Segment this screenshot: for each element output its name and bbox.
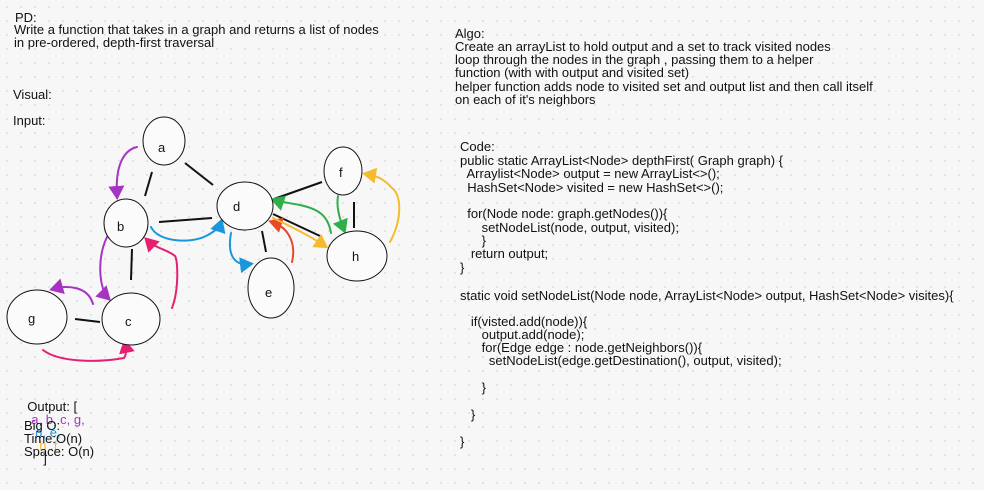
algo-line: helper function adds node to visited set… bbox=[455, 79, 873, 94]
node-f bbox=[323, 146, 363, 196]
bigo-heading: Big O: bbox=[24, 418, 61, 433]
input-label: Input: bbox=[13, 113, 46, 128]
node-b bbox=[103, 198, 149, 248]
arrow-h-to-d-return bbox=[270, 195, 332, 234]
node-c-label: c bbox=[125, 314, 132, 329]
algo-heading: Algo: bbox=[455, 26, 485, 41]
algo-line: loop through the nodes in the graph , pa… bbox=[455, 52, 814, 67]
algo-line: function (with with output and visited s… bbox=[455, 65, 690, 80]
arrow-a-to-b bbox=[108, 146, 138, 200]
node-g bbox=[6, 289, 68, 345]
code-line: } bbox=[460, 260, 465, 275]
output-purple: a, b, c, g, bbox=[31, 412, 85, 427]
arrow-b-to-d bbox=[150, 218, 226, 242]
code-line: for(Node node: graph.getNodes()){ bbox=[460, 206, 668, 221]
node-e-label: e bbox=[265, 285, 272, 300]
code-line: output.add(node); bbox=[460, 327, 585, 342]
visual-label: Visual: bbox=[13, 87, 52, 102]
edge-b-d bbox=[158, 217, 213, 223]
code-line: setNodeList(node, output, visited); bbox=[460, 220, 679, 235]
code-line: static void setNodeList(Node node, Array… bbox=[460, 288, 954, 303]
code-line: public static ArrayList<Node> depthFirst… bbox=[460, 153, 783, 168]
node-c bbox=[101, 292, 161, 346]
arrow-g-to-c-return bbox=[42, 339, 135, 362]
edge-d-e bbox=[261, 230, 267, 253]
node-h-label: h bbox=[352, 249, 359, 264]
code-line: } bbox=[460, 434, 465, 449]
node-h bbox=[326, 230, 388, 282]
graph-diagram: a b c d e f g h bbox=[6, 116, 401, 362]
arrow-b-to-c bbox=[95, 236, 111, 301]
node-f-label: f bbox=[339, 165, 343, 180]
node-d bbox=[216, 181, 274, 231]
output-yellow: h ,f bbox=[39, 438, 58, 453]
code-line: for(Edge edge : node.getNeighbors()){ bbox=[460, 340, 703, 355]
code-line: return output; bbox=[460, 246, 549, 261]
pd-heading: PD: bbox=[15, 10, 37, 25]
output-label: Output: [ bbox=[27, 399, 78, 414]
edge-a-d bbox=[184, 162, 214, 186]
code-line: HashSet<Node> visited = new HashSet<>(); bbox=[460, 180, 724, 195]
edge-d-f bbox=[273, 181, 323, 200]
node-d-label: d bbox=[233, 199, 240, 214]
node-e bbox=[247, 257, 295, 319]
node-a-label: a bbox=[158, 140, 166, 155]
output-row: Output: [ a, b, c, g, d, e, h ,f ] bbox=[20, 387, 85, 466]
pd-line-2: in pre-ordered, depth-first traversal bbox=[14, 35, 215, 50]
arrow-c-to-b-return bbox=[144, 237, 179, 309]
algo-line: Create an arrayList to hold output and a… bbox=[455, 39, 831, 54]
code-line: setNodeList(edge.getDestination(), outpu… bbox=[460, 353, 782, 368]
bigo-space: Space: O(n) bbox=[24, 444, 95, 459]
arrow-e-to-d-return bbox=[268, 217, 295, 263]
code-line: } bbox=[460, 380, 487, 395]
edge-c-g bbox=[74, 318, 101, 323]
node-b-label: b bbox=[117, 219, 124, 234]
code-heading: Code: bbox=[460, 139, 495, 154]
edge-b-c bbox=[130, 248, 133, 281]
code-line: } bbox=[460, 407, 476, 422]
arrow-d-to-h bbox=[272, 217, 329, 249]
arrow-d-to-e bbox=[229, 232, 254, 274]
code-line: if(visted.add(node)){ bbox=[460, 314, 588, 329]
output-close: ] bbox=[43, 451, 47, 466]
pd-line-1: Write a function that takes in a graph a… bbox=[14, 22, 379, 37]
algo-line: on each of it's neighbors bbox=[455, 92, 596, 107]
node-a bbox=[142, 116, 186, 166]
code-line: Arraylist<Node> output = new ArrayList<>… bbox=[460, 166, 720, 181]
output-blue: d, e, bbox=[35, 425, 61, 440]
arrow-h-to-f bbox=[362, 167, 401, 243]
edge-a-b bbox=[144, 171, 153, 197]
arrow-c-to-g bbox=[49, 278, 94, 305]
arrow-f-to-h-return bbox=[332, 195, 348, 234]
code-line: } bbox=[460, 233, 487, 248]
bigo-time: Time:O(n) bbox=[24, 431, 83, 446]
node-g-label: g bbox=[28, 311, 35, 326]
